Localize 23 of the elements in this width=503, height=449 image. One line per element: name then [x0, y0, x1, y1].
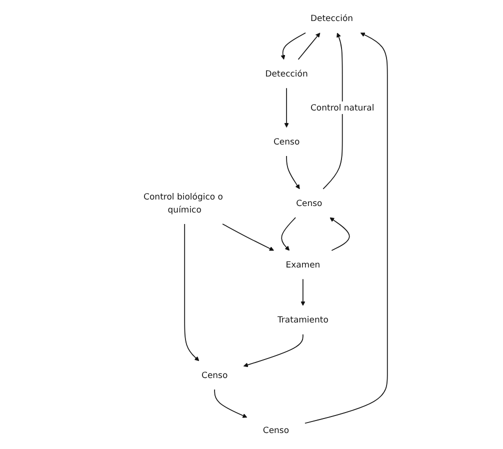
arrow — [214, 389, 248, 418]
arrow — [322, 32, 343, 190]
node-text: Tratamiento — [277, 314, 328, 325]
arrow — [298, 32, 320, 60]
node-text: Detección — [310, 13, 354, 24]
arrow — [222, 224, 274, 251]
node-text: Censo — [202, 370, 228, 380]
arrow — [330, 217, 350, 251]
arrow — [300, 278, 306, 306]
node-text: Censo — [273, 136, 300, 146]
node-text: Detección — [265, 68, 308, 79]
arrow — [286, 156, 300, 190]
arrow — [304, 32, 388, 424]
node-text: Examen — [286, 260, 320, 270]
node-text: Control biológico o químico — [144, 192, 223, 214]
arrow — [284, 88, 289, 128]
arrow — [281, 217, 296, 251]
node-text: Censo — [262, 425, 290, 436]
edge-label: Control natural — [310, 102, 374, 113]
node-text: Censo — [296, 198, 322, 208]
arrow — [184, 224, 200, 362]
arrow — [243, 334, 304, 368]
arrow — [280, 32, 306, 60]
